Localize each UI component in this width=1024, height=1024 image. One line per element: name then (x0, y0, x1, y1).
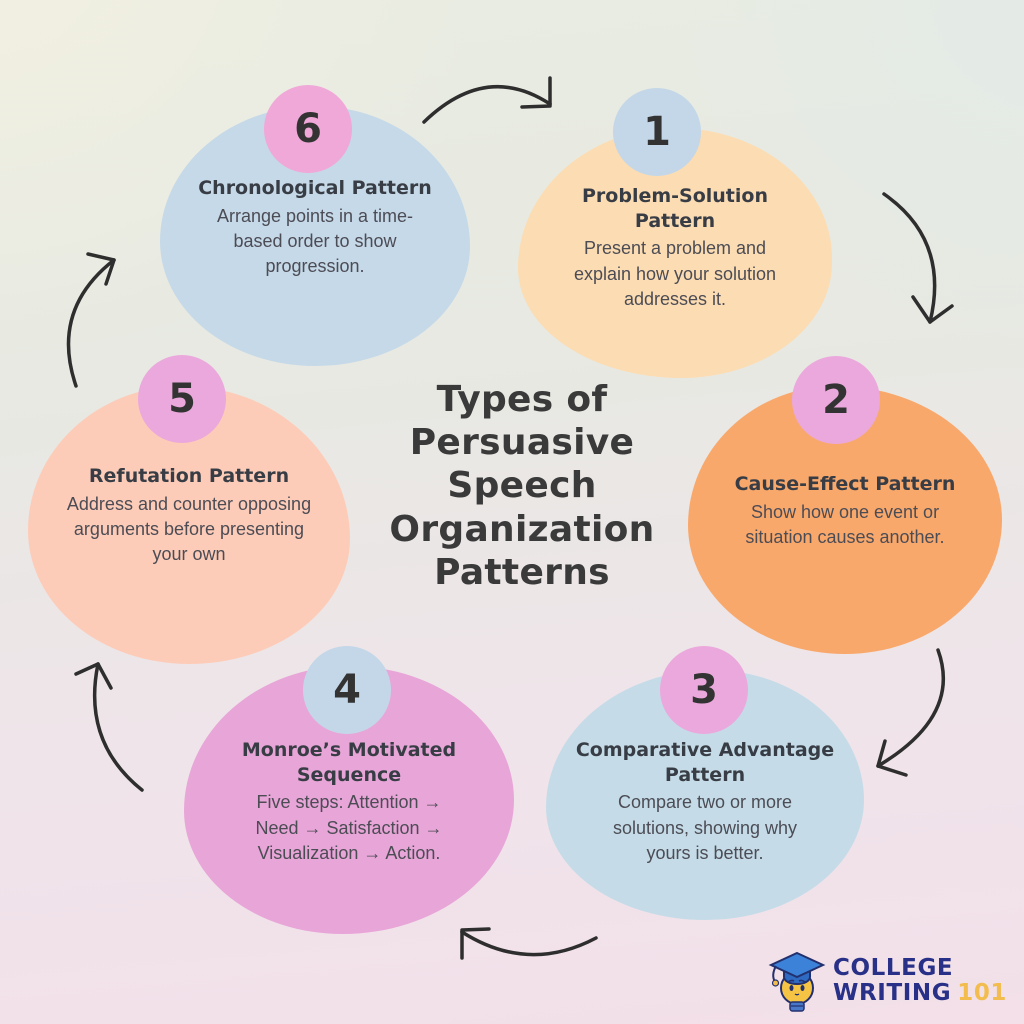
pattern-blob-chronological: Chronological Pattern Arrange points in … (160, 106, 470, 366)
pattern-blob-problem-solution: Problem-Solution Pattern Present a probl… (518, 128, 832, 378)
pattern-description: Arrange points in a time-based order to … (216, 205, 414, 277)
curved-arrow-4-to-5-icon (74, 662, 144, 792)
pattern-description: Compare two or more solutions, showing w… (612, 792, 798, 863)
pattern-description: Present a problem and explain how your s… (573, 238, 777, 309)
infographic-title: Types of Persuasive Speech Organization … (389, 379, 655, 593)
step-number-badge-6: 6 (264, 85, 352, 173)
pattern-title: Chronological Pattern (198, 177, 432, 199)
pattern-description: Five steps: Attention → Need → Satisfact… (255, 792, 443, 863)
step-number-badge-4: 4 (303, 646, 391, 734)
graduate-lightbulb-mascot-icon (768, 951, 826, 1012)
pattern-description: Address and counter opposing arguments b… (66, 493, 312, 565)
logo-line-college: COLLEGE (833, 955, 954, 982)
curved-arrow-6-to-1-icon (422, 76, 552, 124)
logo-writing-text: WRITING (833, 980, 952, 1006)
pattern-title: Problem-Solution Pattern (582, 185, 768, 232)
pattern-title: Comparative Advantage Pattern (575, 739, 835, 786)
pattern-description: Show how one event or situation causes a… (745, 501, 945, 547)
step-number-badge-1: 1 (613, 88, 701, 176)
step-number-badge-5: 5 (138, 355, 226, 443)
step-number-badge-3: 3 (660, 646, 748, 734)
logo-101-text: 101 (957, 980, 1008, 1006)
pattern-blob-comparative-advantage: Comparative Advantage Pattern Compare tw… (546, 670, 864, 920)
pattern-title: Refutation Pattern (88, 465, 290, 487)
step-number-badge-2: 2 (792, 356, 880, 444)
curved-arrow-5-to-6-icon (66, 252, 116, 388)
pattern-title: Monroe’s Motivated Sequence (241, 739, 457, 786)
curved-arrow-2-to-3-icon (876, 648, 946, 777)
curved-arrow-3-to-4-icon (460, 927, 598, 960)
pattern-title: Cause-Effect Pattern (734, 473, 956, 495)
curved-arrow-1-to-2-icon (882, 192, 954, 324)
